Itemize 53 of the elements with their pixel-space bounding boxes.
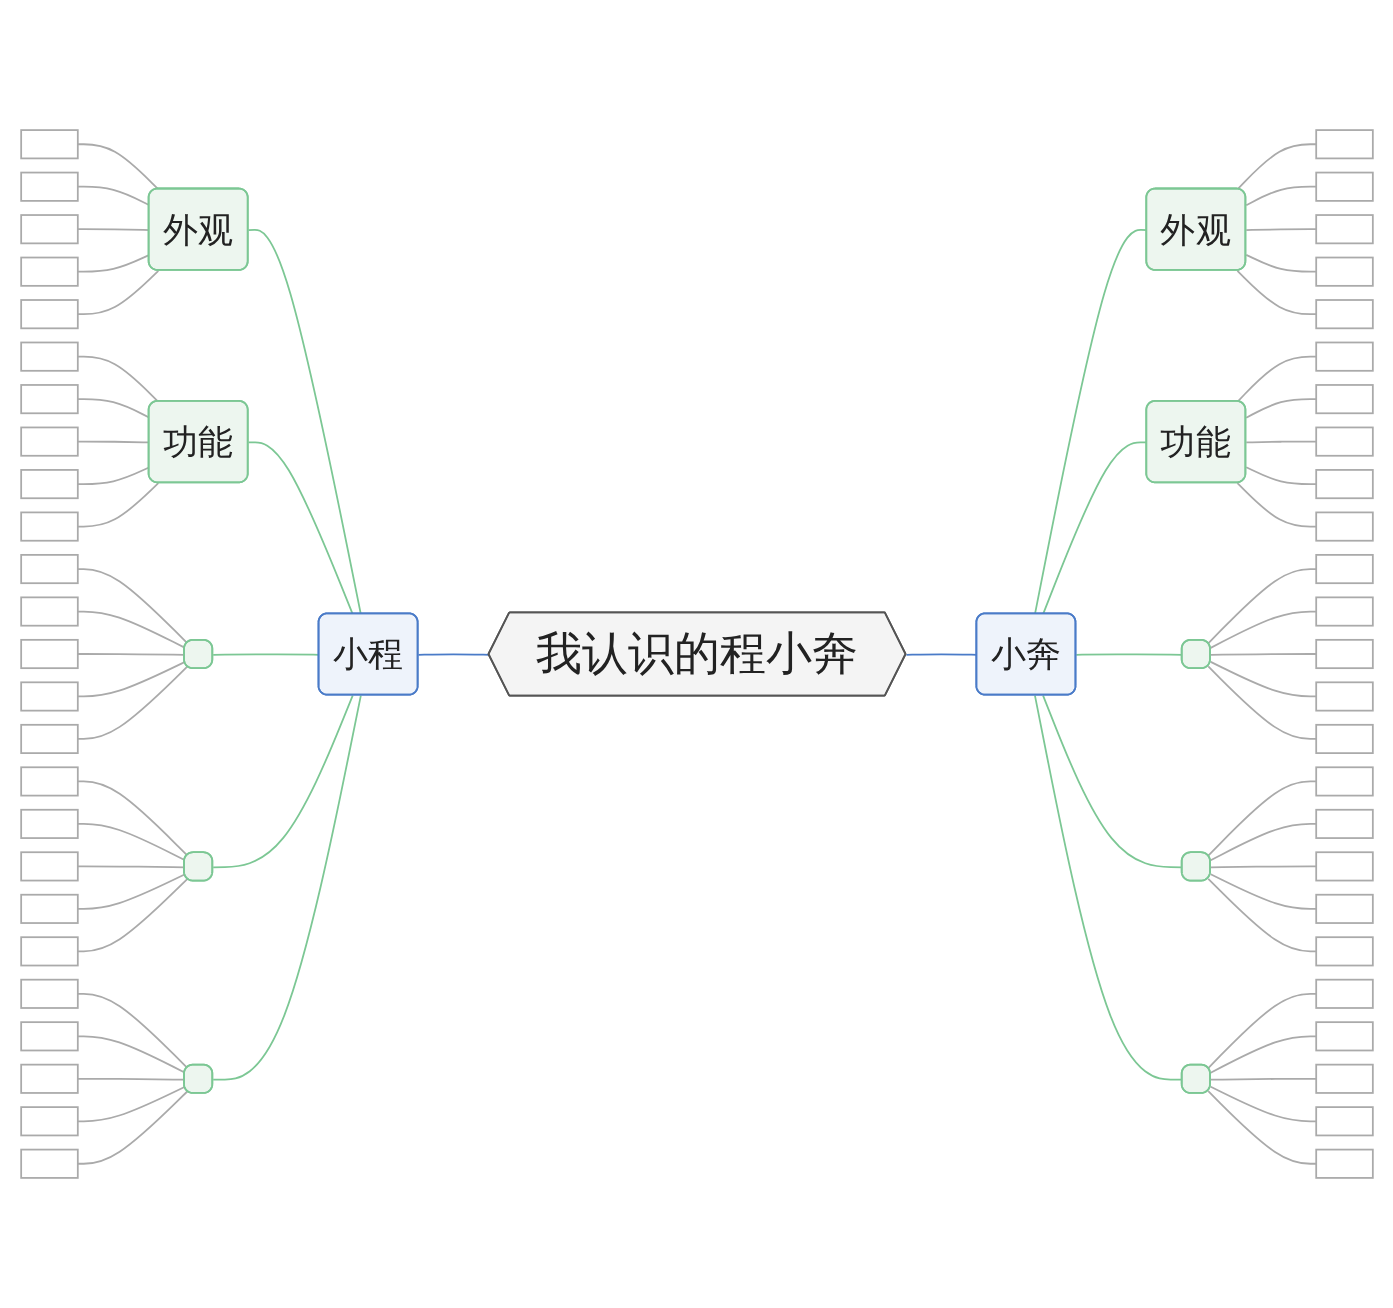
node-line bbox=[19, 1021, 79, 1052]
node-line bbox=[1314, 681, 1374, 712]
node-line bbox=[19, 469, 79, 500]
node-line bbox=[1314, 554, 1374, 585]
node-line bbox=[19, 426, 79, 457]
node-line bbox=[1314, 384, 1374, 415]
node-line bbox=[19, 1063, 79, 1094]
node-line bbox=[1314, 851, 1374, 882]
node-line bbox=[19, 511, 79, 542]
node-line bbox=[1314, 426, 1374, 457]
node-line bbox=[19, 341, 79, 372]
node-line bbox=[19, 596, 79, 627]
node-line bbox=[19, 1148, 79, 1179]
node-line bbox=[1314, 1063, 1374, 1094]
node-line bbox=[19, 978, 79, 1009]
node-line bbox=[1314, 171, 1374, 202]
node-line bbox=[1314, 1106, 1374, 1137]
node-line bbox=[1314, 723, 1374, 754]
node-line bbox=[19, 936, 79, 967]
node-line bbox=[1314, 638, 1374, 670]
node-line bbox=[19, 384, 79, 415]
node-line bbox=[1314, 511, 1374, 542]
node-line bbox=[19, 638, 79, 670]
node-line bbox=[1314, 214, 1374, 245]
node-line bbox=[19, 723, 79, 754]
node-line bbox=[19, 171, 79, 202]
node-line bbox=[1314, 469, 1374, 500]
node-line bbox=[1314, 936, 1374, 967]
node-line bbox=[19, 554, 79, 585]
node-line bbox=[1314, 1148, 1374, 1179]
node-line bbox=[19, 256, 79, 287]
node-line bbox=[19, 214, 79, 245]
node-line bbox=[19, 299, 79, 330]
node-line bbox=[1314, 341, 1374, 372]
node-line bbox=[19, 808, 79, 839]
node-line bbox=[1314, 596, 1374, 627]
node-line bbox=[1314, 256, 1374, 287]
node-line bbox=[1314, 808, 1374, 839]
node-line bbox=[19, 766, 79, 797]
node-line bbox=[19, 129, 79, 160]
node-line bbox=[1314, 766, 1374, 797]
connector bbox=[211, 694, 354, 869]
node-line bbox=[19, 893, 79, 924]
node-line bbox=[1314, 299, 1374, 330]
node-line bbox=[1314, 893, 1374, 924]
connector bbox=[417, 653, 490, 656]
node-line bbox=[1314, 129, 1374, 160]
connector bbox=[211, 694, 362, 1081]
node-line bbox=[19, 1106, 79, 1137]
node-line bbox=[19, 681, 79, 712]
node-line bbox=[1314, 1021, 1374, 1052]
node-line bbox=[19, 851, 79, 882]
node-line bbox=[1314, 978, 1374, 1009]
